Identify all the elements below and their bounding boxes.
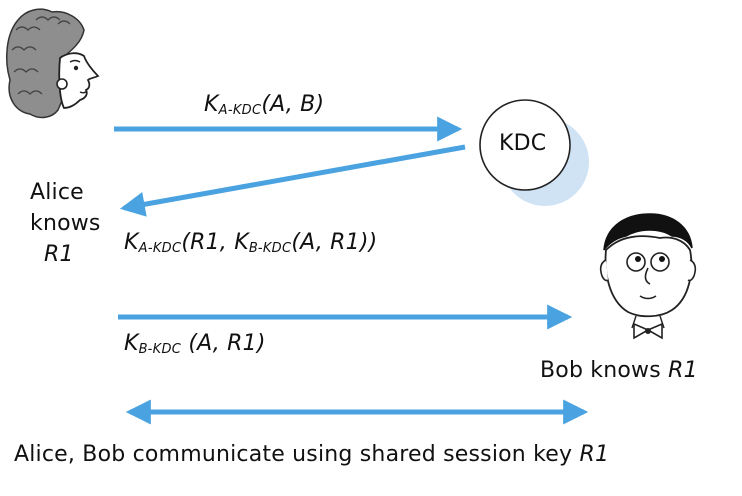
kdc-node	[479, 99, 589, 206]
bob-knows-key: R1	[668, 358, 698, 383]
footer-caption: Alice, Bob communicate using shared sess…	[14, 444, 609, 466]
m1-key-sub: A-KDC	[218, 103, 262, 118]
bob-knows-prefix: Bob knows	[540, 358, 669, 383]
m2-inner-payload: (A, R1))	[291, 230, 378, 255]
footer-key: R1	[579, 442, 610, 467]
alice-knows-line2: knows	[30, 211, 101, 236]
alice-figure	[5, 8, 100, 119]
message-1-label: KA-KDC(A, B)	[204, 92, 325, 118]
m3-key-sub: B-KDC	[138, 342, 182, 357]
arrow-kdc-to-alice	[119, 144, 466, 217]
m2-inner-key: K	[234, 230, 249, 255]
message-2-label: KA-KDC(R1, KB-KDC(A, R1))	[124, 230, 378, 256]
footer-text: Alice, Bob communicate using shared sess…	[14, 442, 580, 467]
m2-key-sub: A-KDC	[138, 241, 182, 256]
alice-knows-line1: Alice	[30, 180, 84, 205]
alice-knows-line3: R1	[44, 242, 74, 267]
bob-knows-label: Bob knows R1	[540, 360, 698, 382]
m1-payload: (A, B)	[261, 92, 325, 117]
m2-payload-pre: (R1,	[181, 230, 235, 255]
bob-figure	[599, 213, 697, 340]
m2-key: K	[124, 230, 139, 255]
kdc-label: KDC	[499, 131, 547, 156]
m2-inner-key-sub: B-KDC	[248, 241, 292, 256]
m3-key: K	[124, 331, 139, 356]
m3-payload: (A, R1)	[181, 331, 266, 356]
message-3-label: KB-KDC (A, R1)	[124, 331, 266, 357]
m1-key: K	[204, 92, 219, 117]
